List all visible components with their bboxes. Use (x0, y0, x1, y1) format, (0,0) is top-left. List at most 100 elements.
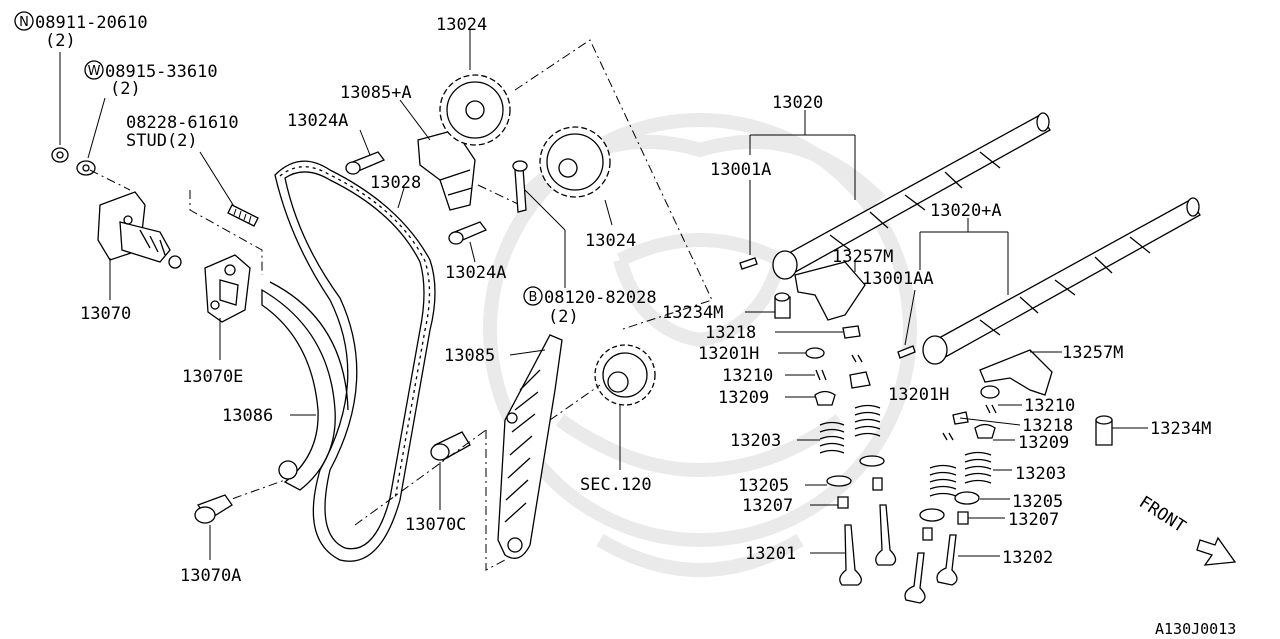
spring-retainer-left[interactable]: 13209 (718, 388, 836, 408)
tension-side-chain-guide[interactable]: 13085 (444, 334, 563, 571)
camshaft-lower[interactable]: 13020+A (919, 197, 1201, 365)
washer-quantity: (2) (110, 79, 141, 99)
valve-seal-left[interactable]: 13207 (742, 477, 883, 516)
sprocket-bolt-label-2: 13024A (445, 263, 506, 283)
washer-symbol-circle (84, 60, 104, 80)
dowel-pin-upper[interactable]: 13001A (710, 160, 771, 270)
idler-sprocket-ref[interactable]: SEC.120 (549, 344, 656, 495)
plug-label: 13070C (405, 515, 466, 535)
retainer-left-label: 13218 (705, 323, 756, 343)
front-direction-indicator: FRONT (1135, 492, 1237, 566)
upper-chain-guide[interactable]: 13085+A (340, 83, 521, 211)
dowel-icon (739, 257, 758, 270)
lash-adjuster-lower-label: 13234M (1150, 419, 1211, 439)
valve-seal-icon (837, 496, 849, 509)
spring-retainer-right[interactable]: 13209 (942, 432, 1069, 453)
tensioner-label: 13070 (80, 304, 131, 324)
valve-seal-right[interactable]: 13207 (922, 510, 1059, 541)
guide-bolt[interactable]: 13070A (180, 494, 241, 586)
valve-spring-right[interactable]: 13203 (929, 451, 1066, 497)
spring-seat-right-label: 13205 (1012, 492, 1063, 512)
spring-retainer-icon (814, 390, 836, 406)
sprocket-bolt-label: 13024A (287, 111, 348, 131)
sprocket-lower-label: 13024 (585, 231, 636, 251)
lash-adjuster-upper[interactable]: 13234M (662, 292, 791, 323)
exhaust-valve[interactable]: 13202 (904, 534, 1053, 604)
nut-quantity: (2) (45, 31, 76, 51)
tension-guide-label: 13085 (444, 346, 495, 366)
valve-seal-right-label: 13207 (1008, 510, 1059, 530)
rocker-arm-upper[interactable]: 13257M (794, 247, 893, 321)
guide-plug[interactable]: 13070C (354, 429, 487, 535)
chain-outer (274, 160, 436, 562)
slack-guide-icon (261, 288, 336, 491)
spring-retainer-left-label: 13209 (718, 388, 769, 408)
valve-lifter-left-label: 13201H (698, 344, 759, 364)
bolt-part-number: 08120-82028 (544, 288, 657, 308)
timing-chain[interactable]: 13028 (274, 160, 436, 562)
tensioner-gasket[interactable]: 13070E (182, 254, 251, 387)
intake-valve[interactable]: 13201 (745, 504, 897, 586)
bolt-symbol-circle (523, 286, 543, 306)
nut-symbol-circle (14, 11, 34, 31)
spring-seat-icon (826, 475, 852, 487)
chain-inner (284, 171, 425, 550)
camshaft-lower-label: 13020+A (930, 201, 1002, 221)
nut-symbol: N (19, 15, 29, 30)
gasket-label: 13070E (182, 367, 243, 387)
collet-right[interactable]: 13210 (985, 396, 1075, 416)
front-arrow-icon (1196, 536, 1237, 566)
rocker-arm-lower[interactable]: 13257M (979, 343, 1123, 396)
spring-seat-left-label: 13205 (738, 476, 789, 496)
washer-08915-33610[interactable]: W 08915-33610 (2) (76, 60, 218, 176)
stud-description: STUD(2) (126, 131, 198, 151)
nut-part-number: 08911-20610 (35, 13, 148, 33)
collet-left[interactable]: 13210 (722, 366, 871, 389)
stud-08228-61610[interactable]: 08228-61610 STUD(2) (126, 113, 263, 275)
upper-guide-label: 13085+A (340, 83, 412, 103)
sprocket-upper-label: 13024 (436, 15, 487, 35)
dowel-pin-lower[interactable]: 13001AA (862, 269, 934, 359)
camshaft-upper[interactable]: 13020 (749, 93, 1051, 280)
spring-seat-left[interactable]: 13205 (738, 455, 885, 496)
retainer-icon (842, 325, 861, 339)
slack-side-chain-guide[interactable]: 13086 (214, 281, 349, 506)
retainer-left[interactable]: 13218 (705, 323, 861, 343)
valve-lifter-left[interactable]: 13201H (698, 344, 863, 364)
valve-lifter-right-label: 13201H (888, 385, 949, 405)
front-label: FRONT (1135, 492, 1189, 537)
washer-part-number: 08915-33610 (105, 62, 218, 82)
bolt-08120-82028[interactable]: B 08120-82028 (2) (512, 160, 657, 327)
lifter-icon (980, 385, 1000, 399)
lash-adjuster-lower[interactable]: 13234M (1095, 415, 1211, 446)
sprocket-bolt-lower[interactable]: 13024A (445, 221, 506, 283)
rocker-lower-label: 13257M (1062, 343, 1123, 363)
chain-label: 13028 (370, 173, 421, 193)
watermark-emblem (483, 113, 917, 577)
collet-right-label: 13210 (1024, 396, 1075, 416)
exhaust-valve-label: 13202 (1002, 548, 1053, 568)
idler-ref-label: SEC.120 (580, 475, 652, 495)
camshaft-upper-icon (779, 114, 1051, 276)
dowel-icon (897, 345, 916, 359)
dowel-lower-label: 13001AA (862, 269, 934, 289)
valve-seal-icon (957, 511, 969, 525)
valve-spring-left[interactable]: 13203 (730, 404, 881, 454)
sprocket-bolt-upper[interactable]: 13024A (287, 111, 386, 175)
rocker-lower-icon (979, 349, 1053, 396)
valve-lifter-right[interactable]: 13201H (888, 385, 1000, 405)
spring-icon (964, 451, 992, 484)
tension-guide-icon (497, 334, 563, 559)
tensioner-plunger (168, 255, 182, 269)
camshaft-sprocket-lower[interactable]: 13024 (539, 126, 636, 251)
retainer-right[interactable]: 13218 (952, 411, 1073, 439)
spring-seat-right[interactable]: 13205 (919, 491, 1063, 522)
chain-tensioner[interactable]: 13070 (80, 169, 182, 324)
spring-seat-icon (954, 491, 980, 505)
stud-part-number: 08228-61610 (126, 113, 239, 133)
camshaft-sprocket-upper[interactable]: 13024 (436, 15, 511, 146)
nut-08911-20610[interactable]: N 08911-20610 (2) (14, 11, 148, 163)
collet-icon (815, 369, 827, 381)
